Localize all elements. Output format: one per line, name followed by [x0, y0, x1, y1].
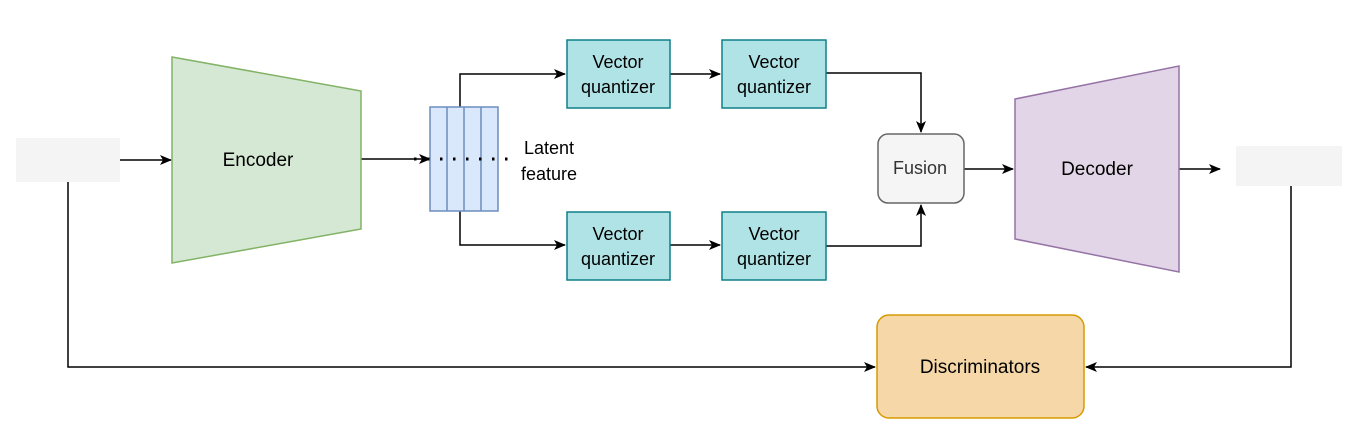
decoder-label: Decoder [1061, 159, 1133, 180]
latent-label-line1: Latent [524, 138, 574, 158]
fusion-block: Fusion [877, 133, 965, 204]
vq-top-1-line1: Vector [592, 52, 643, 72]
latent-feature-block: Latent feature [414, 106, 577, 212]
vq-top-1-line2: quantizer [581, 77, 655, 97]
discriminators-label: Discriminators [920, 357, 1040, 378]
output-waveform-icon [1236, 146, 1342, 186]
vq-bottom-1-line1: Vector [592, 224, 643, 244]
discriminators-block: Discriminators [876, 314, 1085, 419]
input-waveform-icon [16, 138, 120, 182]
vector-quantizer-bottom-1: Vector quantizer [566, 211, 671, 281]
vq-top-2-line2: quantizer [737, 77, 811, 97]
vector-quantizer-top-1: Vector quantizer [566, 39, 671, 109]
latent-label-line2: feature [521, 164, 577, 184]
arrow-bottom-vq2-to-fusion [826, 204, 926, 247]
arrow-output-to-discriminators [1085, 185, 1292, 372]
arrow-latent-to-bottom-vq [459, 211, 566, 250]
fusion-label: Fusion [893, 158, 947, 178]
vq-bottom-1-line2: quantizer [581, 249, 655, 269]
vq-top-2-line1: Vector [748, 52, 799, 72]
connectors [67, 69, 1292, 372]
vector-quantizer-top-2: Vector quantizer [721, 39, 827, 109]
decoder-block: Decoder [1014, 65, 1180, 273]
arrow-top-vq2-to-fusion [826, 72, 926, 133]
vq-bottom-2-line1: Vector [748, 224, 799, 244]
vector-quantizer-bottom-2: Vector quantizer [721, 211, 827, 281]
vq-bottom-2-line2: quantizer [737, 249, 811, 269]
arrow-latent-to-top-vq [459, 69, 566, 107]
encoder-label: Encoder [223, 150, 294, 171]
arrow-input-to-discriminators [67, 182, 876, 372]
encoder-block: Encoder [171, 56, 362, 264]
